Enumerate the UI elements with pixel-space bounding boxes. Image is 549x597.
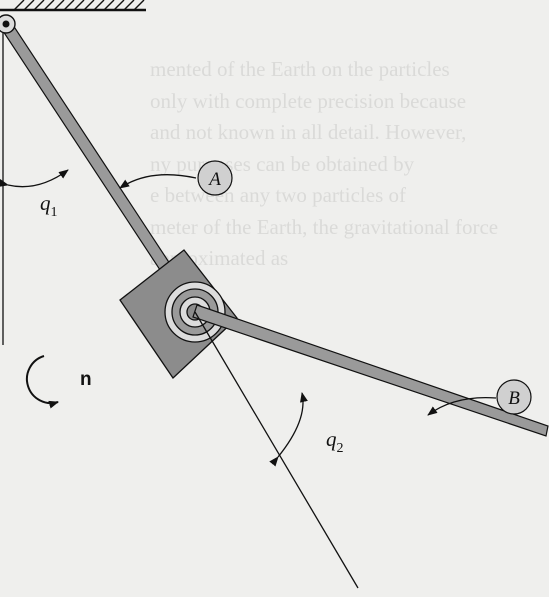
angle-q2-arc: [269, 392, 308, 467]
rod-b: [192, 304, 549, 437]
rotation-arrow-icon: [25, 355, 59, 409]
body-a-label: A: [207, 169, 221, 190]
body-a-leader: [119, 174, 197, 189]
pivot-pin: [0, 14, 16, 34]
body-b-label: B: [508, 388, 520, 409]
bleed-through-line: ny purposes can be obtained by: [150, 152, 415, 176]
body-b-bubble: [496, 379, 532, 415]
bleed-through-line: and not known in all detail. However,: [150, 120, 467, 144]
body-b-leader: [427, 396, 497, 416]
angle-q1-label: q1: [40, 191, 58, 220]
body-a-bubble: [197, 160, 233, 196]
ceiling-support: [0, 0, 146, 12]
bleed-through-line: e between any two particles of: [150, 183, 406, 207]
bleed-through-line: meter of the Earth, the gravitational fo…: [150, 215, 499, 239]
angle-q2-label: q2: [326, 427, 344, 456]
angle-q1-arc: [0, 169, 69, 188]
bleed-through-line: mented of the Earth on the particles: [150, 57, 450, 81]
unit-vector-n-label: n: [80, 369, 92, 390]
bleed-through-line: only with complete precision because: [150, 89, 467, 113]
